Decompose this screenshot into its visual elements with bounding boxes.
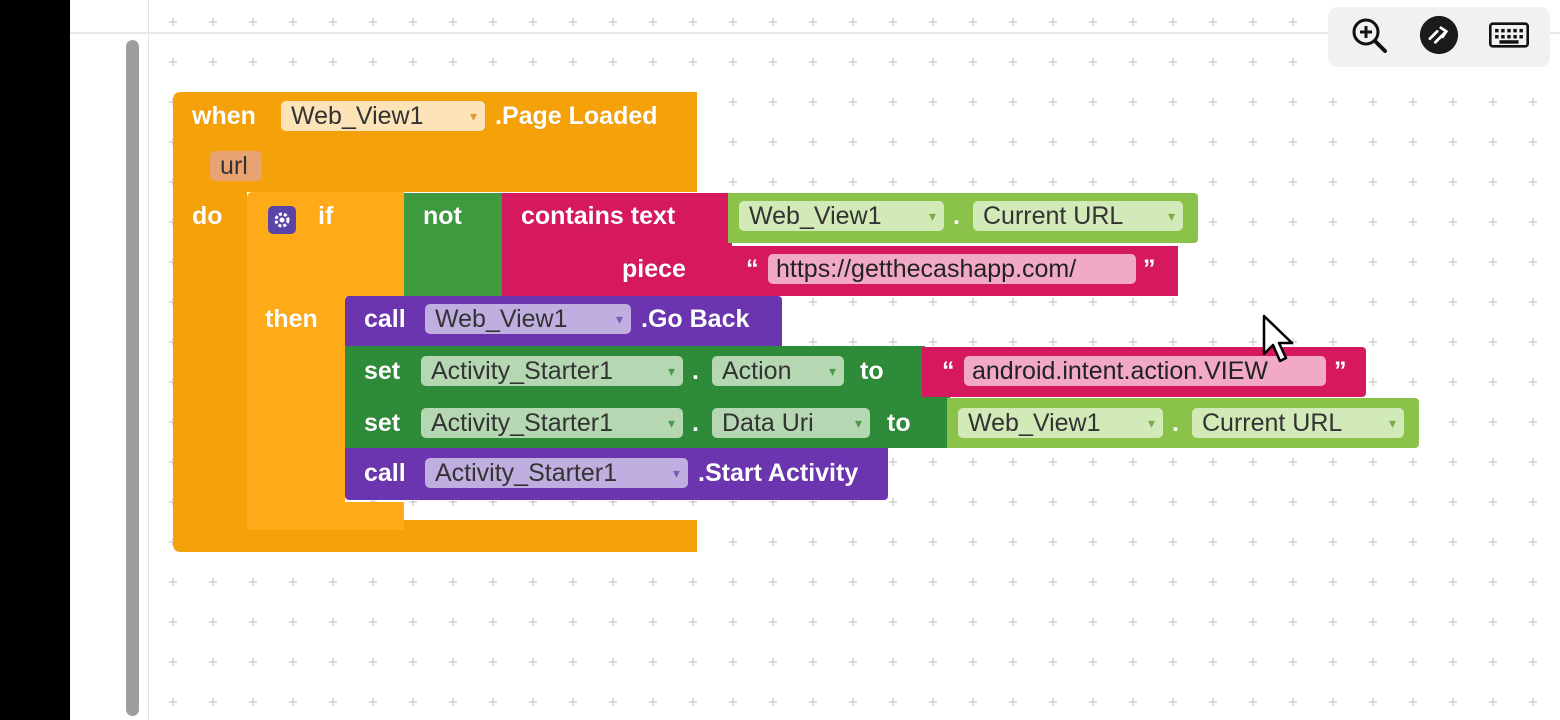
close-quote: ” xyxy=(1334,357,1347,385)
go-back-component-dropdown[interactable]: Web_View1▾ xyxy=(425,304,631,334)
chevron-down-icon: ▾ xyxy=(672,465,680,481)
contains-text-label: contains text xyxy=(521,202,676,230)
open-quote: “ xyxy=(942,357,955,385)
gear-icon[interactable] xyxy=(268,206,296,234)
when-label: when xyxy=(192,102,256,130)
scrollbar-thumb[interactable] xyxy=(126,40,139,716)
url-param[interactable]: url xyxy=(210,151,262,181)
getter-property-dropdown[interactable]: Current URL▾ xyxy=(973,201,1183,231)
event-component-dropdown[interactable]: Web_View1▾ xyxy=(281,101,485,131)
keyboard-icon[interactable] xyxy=(1489,15,1529,55)
call-label: call xyxy=(364,459,406,487)
go-back-method-label: .Go Back xyxy=(641,305,750,333)
dot-label: . xyxy=(953,202,960,230)
piece-text-input[interactable]: https://getthecashapp.com/ xyxy=(768,254,1136,284)
set-label: set xyxy=(364,357,401,385)
then-label: then xyxy=(265,305,318,333)
set-datauri-component-dropdown[interactable]: Activity_Starter1▾ xyxy=(421,408,683,438)
chevron-down-icon: ▾ xyxy=(667,363,675,379)
mouse-cursor-icon xyxy=(1262,314,1294,363)
do-label: do xyxy=(192,202,223,230)
to-label: to xyxy=(887,409,911,437)
event-name-label: .Page Loaded xyxy=(495,102,658,130)
chevron-down-icon: ▾ xyxy=(1147,415,1155,431)
chevron-down-icon: ▾ xyxy=(1388,415,1396,431)
if-block[interactable] xyxy=(247,192,404,530)
contains-text-block[interactable] xyxy=(502,193,732,296)
chevron-down-icon: ▾ xyxy=(1167,208,1175,224)
getter2-component-dropdown[interactable]: Web_View1▾ xyxy=(958,408,1163,438)
getter2-property-dropdown[interactable]: Current URL▾ xyxy=(1192,408,1404,438)
event-block-page-loaded[interactable] xyxy=(173,92,697,552)
chevron-down-icon: ▾ xyxy=(928,208,936,224)
chevron-down-icon: ▾ xyxy=(854,415,862,431)
dot-label: . xyxy=(1172,409,1179,437)
not-block[interactable] xyxy=(404,193,504,296)
call-label: call xyxy=(364,305,406,333)
remote-connection-icon[interactable] xyxy=(1419,15,1459,55)
chevron-down-icon: ▾ xyxy=(615,311,623,327)
zoom-in-icon[interactable] xyxy=(1349,15,1389,55)
start-activity-method-label: .Start Activity xyxy=(698,459,859,487)
left-panel xyxy=(0,0,70,720)
getter-component-dropdown[interactable]: Web_View1▾ xyxy=(739,201,944,231)
data-uri-property-dropdown[interactable]: Data Uri▾ xyxy=(712,408,870,438)
chevron-down-icon: ▾ xyxy=(667,415,675,431)
set-label: set xyxy=(364,409,401,437)
close-quote: ” xyxy=(1143,255,1156,283)
dot-label: . xyxy=(692,409,699,437)
action-property-dropdown[interactable]: Action▾ xyxy=(712,356,844,386)
action-text-input[interactable]: android.intent.action.VIEW xyxy=(964,356,1326,386)
set-action-component-dropdown[interactable]: Activity_Starter1▾ xyxy=(421,356,683,386)
dot-label: . xyxy=(692,357,699,385)
open-quote: “ xyxy=(746,255,759,283)
piece-label: piece xyxy=(622,255,686,283)
start-activity-component-dropdown[interactable]: Activity_Starter1▾ xyxy=(425,458,688,488)
chevron-down-icon: ▾ xyxy=(469,108,477,124)
not-label: not xyxy=(423,202,462,230)
if-label: if xyxy=(318,202,334,230)
to-label: to xyxy=(860,357,884,385)
chevron-down-icon: ▾ xyxy=(828,363,836,379)
